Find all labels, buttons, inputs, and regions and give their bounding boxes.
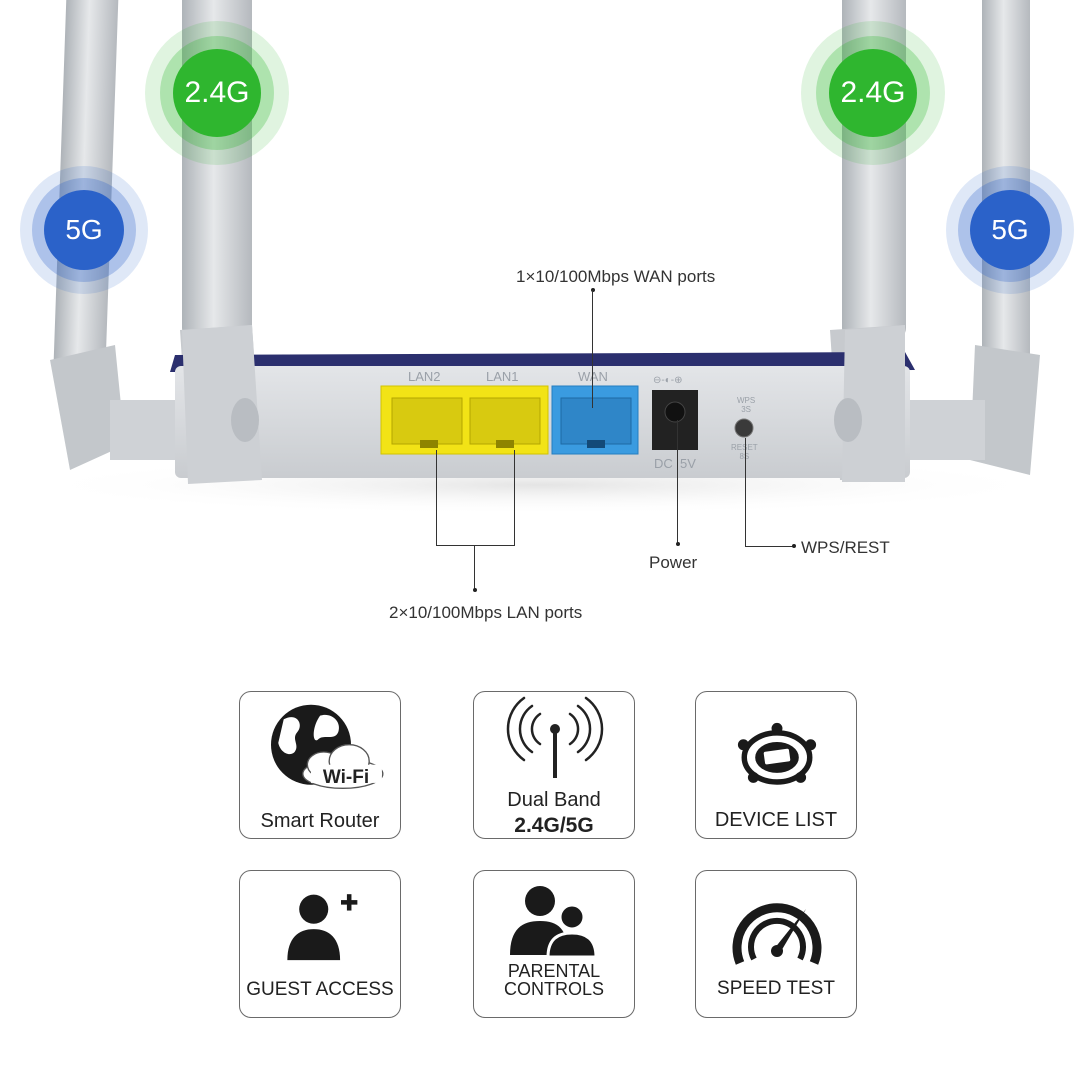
lan-callout-line-left [436,450,437,545]
feature-label-dual-band: Dual Band [507,789,601,811]
power-callout-dot [676,542,680,546]
lan1-label: LAN1 [486,369,519,384]
lan-callout-stem [474,545,475,590]
badges-layer [20,21,1074,294]
badge-text-5g-left: 5G [65,214,103,245]
power-callout-line [677,420,678,543]
lan2-label: LAN2 [408,369,441,384]
antenna-outer-left [50,0,190,470]
wifi-badge-text: Wi-Fi [322,767,370,788]
feature-label-smart-router: Smart Router [260,810,380,832]
feature-label-speed-test: SPEED TEST [717,978,835,999]
wps-reset-button [734,418,754,438]
wps-callout-line-h [745,546,793,547]
globe-wifi-icon [271,704,384,790]
lan-ports [380,385,549,455]
antenna-outer-right [905,0,1040,475]
wan-callout-line [592,290,593,408]
power-callout: Power [649,553,698,572]
wps-callout: WPS/REST [801,538,890,557]
lan-callout-dot [473,588,477,592]
feature-sublabel-dual-band: 2.4G/5G [514,814,594,837]
antenna-signal-icon [506,696,604,778]
power-jack: ⊖-◐-⊕ [652,375,698,450]
svg-text:⊖-◐-⊕: ⊖-◐-⊕ [653,375,682,386]
badge-5g-right [946,166,1074,294]
wan-callout: 1×10/100Mbps WAN ports [516,267,716,286]
badge-text-2-4g-right: 2.4G [840,76,906,109]
badge-2-4g-left [145,21,289,165]
feature-card-speed-test: SPEED TEST [695,870,857,1018]
feature-card-parental-controls: PARENTAL CONTROLS [473,870,635,1018]
device-list-icon [737,722,817,785]
reset-label: RESET 8S [731,443,758,461]
feature-label-parental: PARENTAL [507,961,601,981]
lan-callout: 2×10/100Mbps LAN ports [389,603,583,622]
feature-card-device-list: DEVICE LIST [695,691,857,839]
parental-controls-icon [510,886,598,959]
router-illustration: ⊖-◐-⊕ [20,0,1060,515]
feature-card-guest-access: GUEST ACCESS [239,870,401,1018]
lan-callout-bracket [436,545,515,546]
badge-text-2-4g-left: 2.4G [184,76,250,109]
dc-label: DC 5V [654,456,696,471]
feature-card-dual-band: Dual Band 2.4G/5G [473,691,635,839]
wps-label: WPS 3S [737,396,756,414]
feature-label-controls: CONTROLS [503,979,604,999]
speedometer-icon [732,903,822,965]
lan-callout-line-right [514,450,515,545]
badge-2-4g-right [801,21,945,165]
feature-label-device-list: DEVICE LIST [714,809,838,831]
wan-callout-dot [591,288,595,292]
wps-callout-dot [792,544,796,548]
feature-label-guest-access: GUEST ACCESS [246,979,394,1000]
wps-callout-line-v [745,438,746,546]
badge-5g-left [20,166,148,294]
wan-port [551,385,639,455]
badge-text-5g-right: 5G [991,214,1029,245]
feature-card-smart-router: Wi-Fi Smart Router [239,691,401,839]
add-user-icon [287,894,358,961]
